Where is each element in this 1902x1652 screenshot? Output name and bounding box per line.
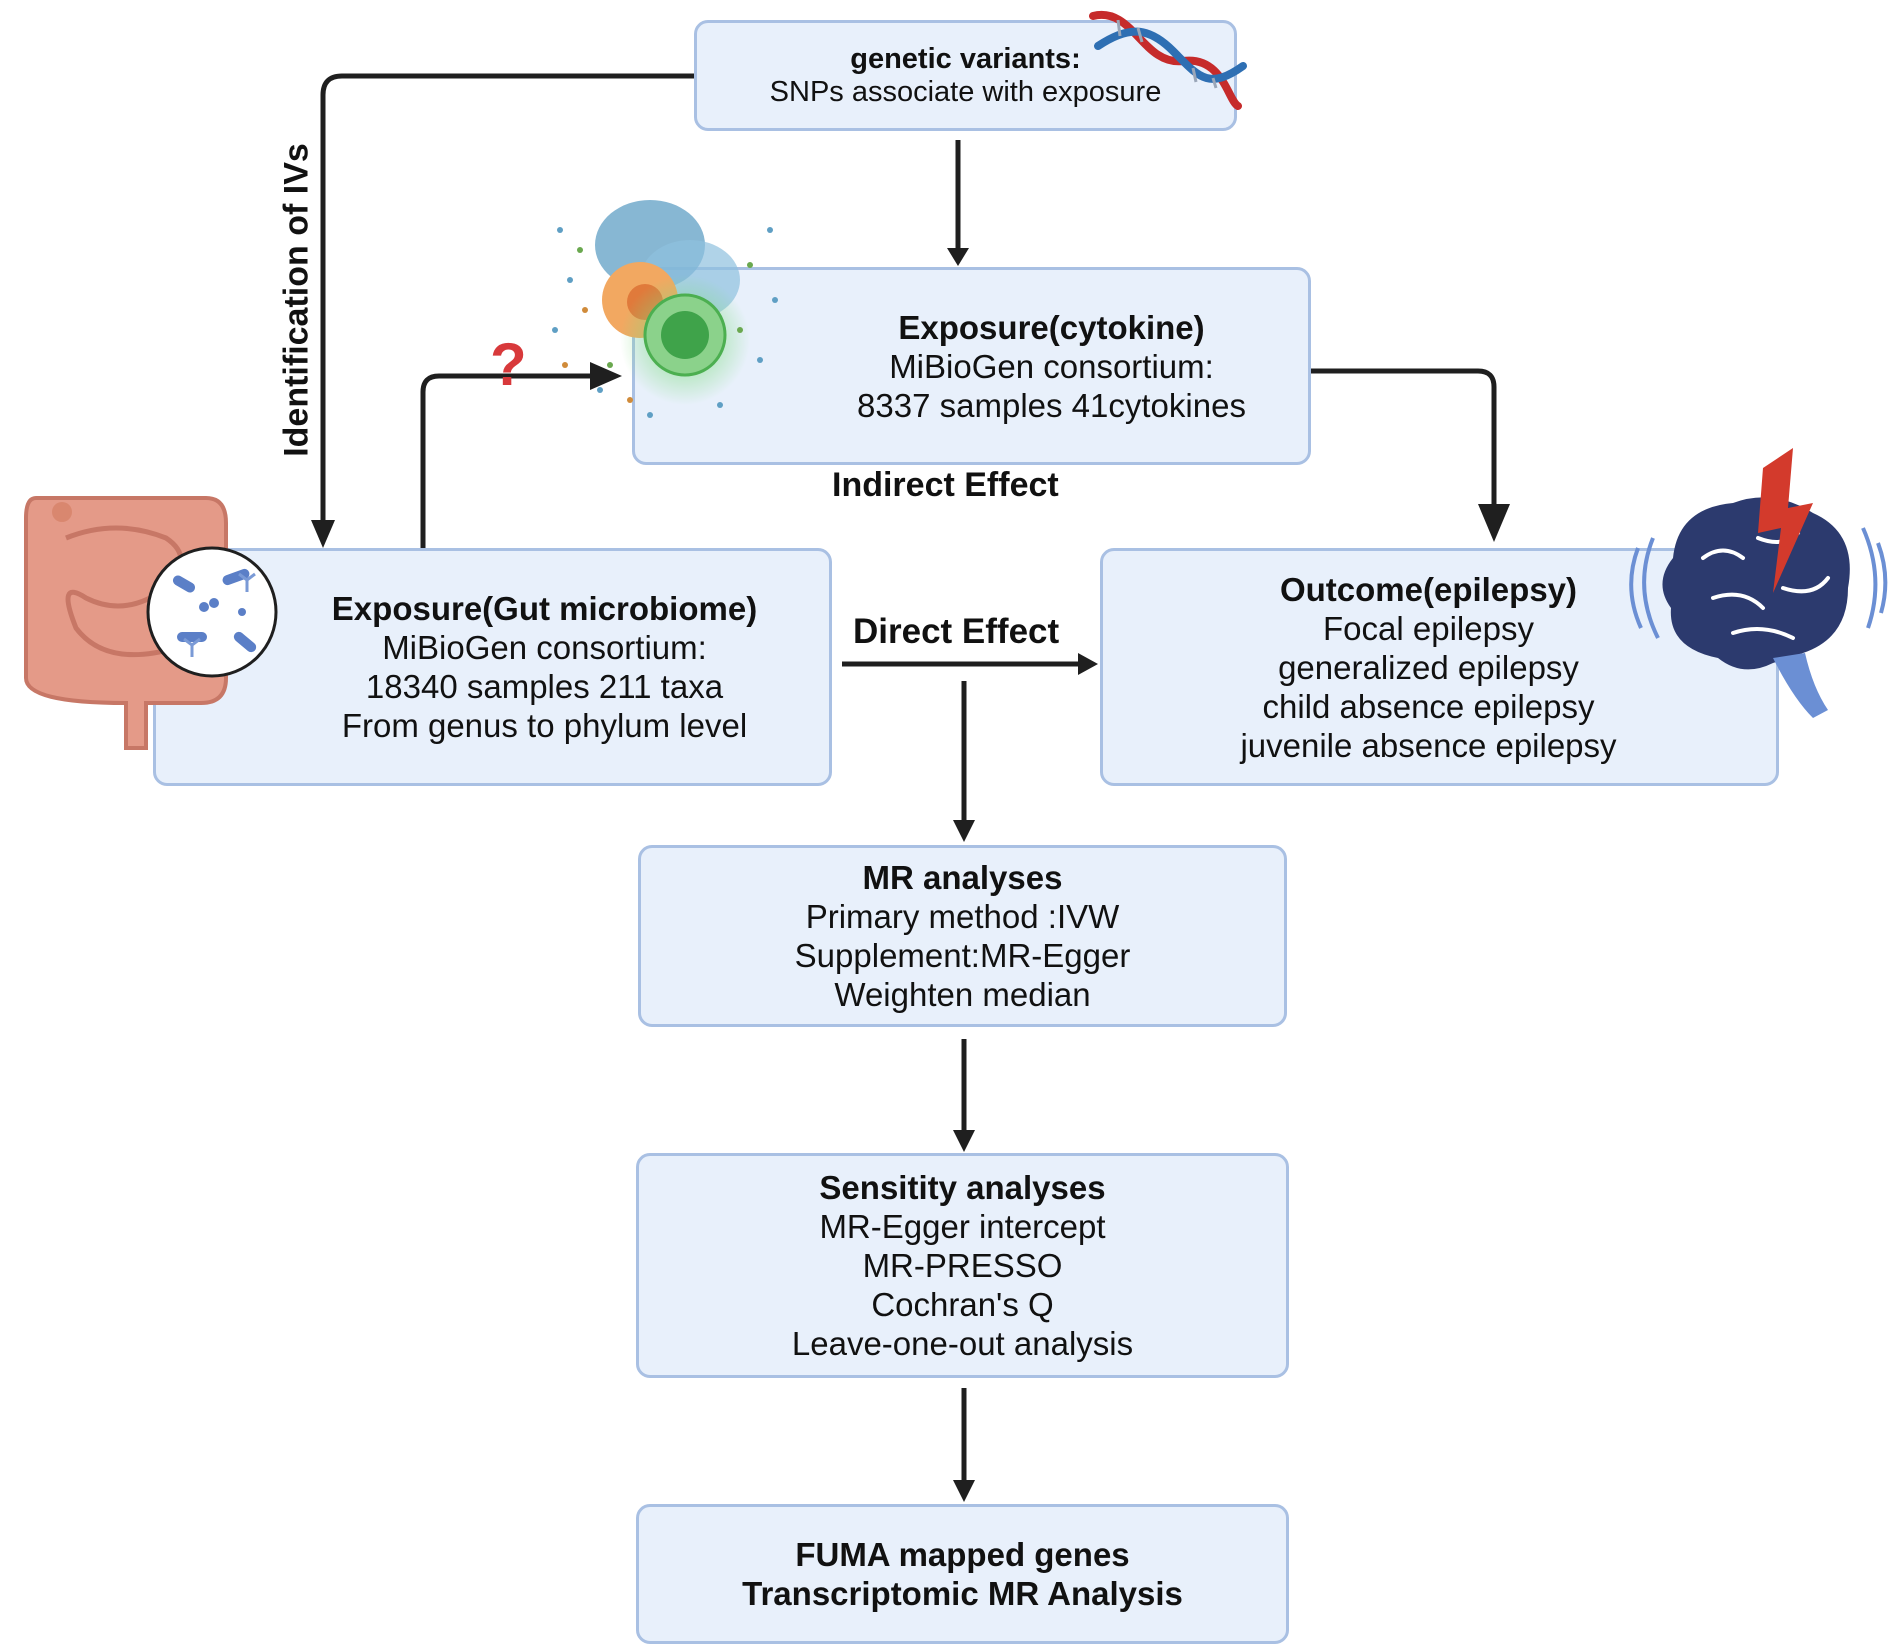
outcome-item: generalized epilepsy bbox=[1278, 648, 1579, 686]
cytokine-title: Exposure(cytokine) bbox=[898, 308, 1205, 346]
sensitivity-item: MR-Egger intercept bbox=[819, 1208, 1106, 1245]
indirect-effect-label: Indirect Effect bbox=[832, 466, 1059, 504]
identification-of-ivs-label: Identification of IVs bbox=[277, 143, 316, 457]
fuma-line2: Transcriptomic MR Analysis bbox=[742, 1575, 1183, 1612]
gut-title: Exposure(Gut microbiome) bbox=[331, 590, 758, 627]
question-mark: ? bbox=[490, 331, 527, 398]
sensitivity-item: Leave-one-out analysis bbox=[791, 1325, 1134, 1362]
sensitivity-analyses-box: Sensitity analyses MR-Egger intercept MR… bbox=[636, 1153, 1289, 1378]
mr-item: Supplement:MR-Egger bbox=[794, 937, 1131, 974]
fuma-line1: FUMA mapped genes bbox=[795, 1536, 1130, 1573]
gut-line1: MiBioGen consortium: bbox=[382, 629, 707, 666]
brain-lightning-icon bbox=[1629, 448, 1888, 718]
genetic-variants-title: genetic variants: bbox=[850, 42, 1081, 75]
microbe-magnifier-icon bbox=[146, 546, 278, 678]
sensitivity-item: Cochran's Q bbox=[871, 1286, 1054, 1323]
mr-item: Primary method :IVW bbox=[805, 898, 1120, 935]
cytokine-box: Exposure(cytokine) MiBioGen consortium: … bbox=[632, 267, 1311, 465]
cytokine-line2: 8337 samples 41cytokines bbox=[857, 386, 1246, 424]
iv-arrow bbox=[320, 73, 694, 520]
outcome-item: Focal epilepsy bbox=[1323, 609, 1534, 647]
cytokine-line1: MiBioGen consortium: bbox=[889, 347, 1214, 385]
genetic-variants-box: genetic variants: SNPs associate with ex… bbox=[694, 20, 1237, 131]
fuma-box: FUMA mapped genes Transcriptomic MR Anal… bbox=[636, 1504, 1289, 1644]
direct-effect-label: Direct Effect bbox=[853, 612, 1060, 651]
mr-title: MR analyses bbox=[862, 859, 1063, 896]
gut-line2: 18340 samples 211 taxa bbox=[365, 668, 724, 705]
genetic-variants-desc: SNPs associate with exposure bbox=[769, 75, 1162, 108]
mr-analyses-box: MR analyses Primary method :IVW Suppleme… bbox=[638, 845, 1287, 1027]
outcome-item: juvenile absence epilepsy bbox=[1240, 726, 1617, 764]
cytokine-to-outcome-arrow bbox=[1311, 368, 1497, 504]
sensitivity-title: Sensitity analyses bbox=[819, 1169, 1106, 1206]
outcome-title: Outcome(epilepsy) bbox=[1279, 570, 1578, 608]
dna-icon bbox=[1089, 10, 1247, 110]
outcome-item: child absence epilepsy bbox=[1262, 687, 1595, 725]
gut-to-cytokine-arrow bbox=[420, 373, 590, 548]
mr-item: Weighten median bbox=[834, 976, 1091, 1013]
gut-line3: From genus to phylum level bbox=[341, 707, 748, 744]
cytokine-cells-icon bbox=[552, 200, 778, 418]
sensitivity-item: MR-PRESSO bbox=[862, 1247, 1063, 1284]
